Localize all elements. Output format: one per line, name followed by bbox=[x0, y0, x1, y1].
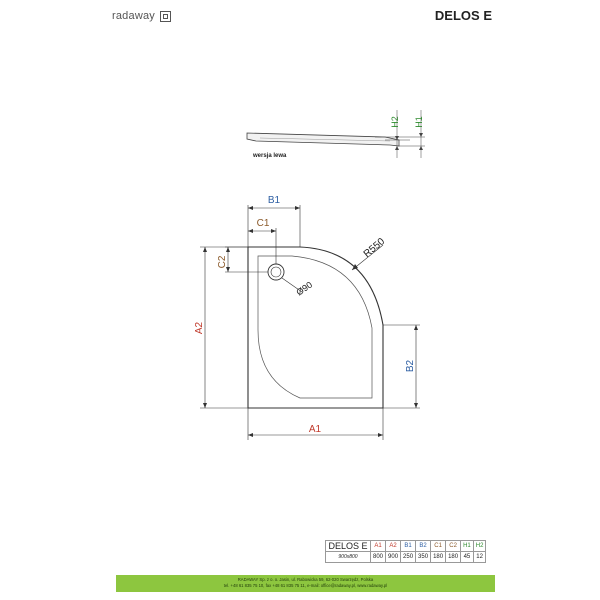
spec-header-B1: B1 bbox=[400, 540, 417, 552]
dim-label-drain: Ø90 bbox=[294, 280, 314, 298]
dim-label-radius: R550 bbox=[362, 236, 388, 260]
spec-size: 900x800 bbox=[325, 551, 371, 563]
dim-label-B2: B2 bbox=[405, 359, 416, 372]
spec-header-A2: A2 bbox=[385, 540, 402, 552]
brand-name: radaway bbox=[112, 10, 155, 22]
brand-logo: radaway bbox=[112, 10, 171, 22]
spec-value-row: 900x800 800 900 250 350 180 180 45 12 bbox=[325, 551, 487, 563]
spec-header-C1: C1 bbox=[430, 540, 447, 552]
dim-label-C2: C2 bbox=[217, 255, 228, 268]
spec-header-A1: A1 bbox=[369, 540, 387, 552]
spec-value-C2: 180 bbox=[445, 551, 462, 563]
footer-bar: RADAWAY Sp. z o. o. Jasin, ul. Rabowicka… bbox=[116, 575, 495, 592]
footer-contact: tel. +48 61 835 75 10, fax +48 61 835 75… bbox=[223, 583, 388, 588]
spec-header-H2: H2 bbox=[472, 540, 487, 552]
dim-label-A2: A2 bbox=[194, 321, 205, 334]
spec-value-B2: 350 bbox=[415, 551, 432, 563]
dim-label-B1: B1 bbox=[268, 195, 281, 206]
model-title: DELOS E bbox=[434, 8, 492, 23]
side-view bbox=[246, 110, 425, 158]
spec-value-C1: 180 bbox=[430, 551, 447, 563]
spec-header-B2: B2 bbox=[415, 540, 432, 552]
spec-value-A1: 800 bbox=[369, 551, 387, 563]
footer-address: RADAWAY Sp. z o. o. Jasin, ul. Rabowicka… bbox=[237, 577, 374, 582]
plan-view bbox=[247, 246, 384, 409]
spec-header-H1: H1 bbox=[460, 540, 474, 552]
spec-table: DELOS E A1 A2 B1 B2 C1 C2 H1 H2 900x800 … bbox=[325, 540, 487, 563]
spec-value-A2: 900 bbox=[385, 551, 402, 563]
dim-label-H2: H2 bbox=[390, 116, 400, 128]
dim-label-C1: C1 bbox=[257, 218, 270, 229]
spec-value-H2: 12 bbox=[472, 551, 487, 563]
drain-icon bbox=[267, 263, 285, 281]
spec-header-C2: C2 bbox=[445, 540, 462, 552]
variant-label: wersja lewa bbox=[253, 153, 287, 159]
tray-basin bbox=[257, 255, 373, 399]
brand-mark-icon bbox=[159, 10, 171, 22]
dim-label-H1: H1 bbox=[414, 116, 424, 128]
spec-model: DELOS E bbox=[325, 540, 371, 552]
spec-value-B1: 250 bbox=[400, 551, 417, 563]
dim-label-A1: A1 bbox=[309, 424, 322, 435]
spec-header-row: DELOS E A1 A2 B1 B2 C1 C2 H1 H2 bbox=[325, 540, 487, 552]
spec-value-H1: 45 bbox=[460, 551, 474, 563]
